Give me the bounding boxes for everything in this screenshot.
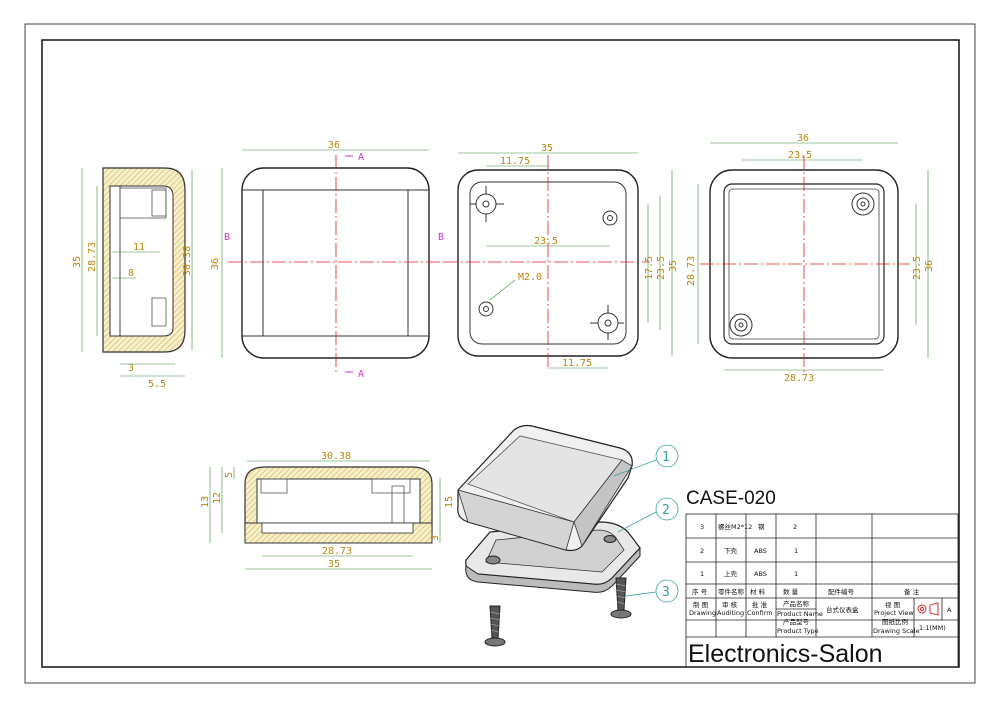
isometric-exploded-view — [457, 424, 679, 647]
bottom-view — [697, 142, 929, 372]
base-interior-view — [444, 152, 673, 370]
dim-bottom-23-5: 23.5 — [788, 150, 812, 161]
label-view-cn: 视 图 — [885, 600, 900, 609]
label-ptype-en: Product Type — [777, 627, 819, 635]
value-view: A — [947, 606, 952, 614]
outer-border — [24, 23, 976, 684]
part-row-3-no: 3 — [700, 523, 704, 531]
dim-base-11-75-bottom: 11.75 — [562, 358, 592, 369]
label-audit-cn: 审 核 — [722, 600, 738, 609]
label-ptype-cn: 产品型号 — [783, 617, 810, 626]
header-no: 序 号 — [692, 587, 708, 596]
part-row-2-qty: 1 — [794, 547, 798, 555]
part-row-1-qty: 1 — [794, 570, 798, 578]
label-confirm-cn: 批 准 — [752, 600, 768, 609]
dim-front-13: 13 — [200, 496, 211, 508]
header-name: 零件名称 — [718, 587, 745, 596]
header-material: 材 料 — [750, 587, 766, 596]
drawing-title: CASE-020 — [686, 488, 776, 509]
part-row-3-material: 钢 — [758, 523, 765, 531]
label-pname-en: Product Name — [777, 610, 823, 618]
label-draw-en: Drawing — [689, 609, 716, 617]
balloon-2: 2 — [662, 503, 670, 518]
label-audit-en: Auditing — [717, 609, 744, 617]
dim-side-5-5: 5.5 — [148, 379, 166, 390]
dim-base-m2: M2.0 — [518, 272, 542, 283]
dim-base-35: 35 — [541, 143, 553, 154]
dim-side-3: 3 — [128, 363, 134, 374]
part-row-2-name: 下壳 — [724, 546, 738, 555]
dim-side-28-73: 28.73 — [87, 242, 98, 272]
part-row-2-material: ABS — [754, 547, 767, 555]
top-view — [221, 149, 444, 373]
label-scale-en: Drawing Scale — [873, 627, 920, 635]
dim-top-36-height: 36 — [210, 258, 221, 270]
header-code: 配件编号 — [828, 587, 855, 596]
projection-symbol-icon — [917, 602, 939, 616]
dim-side-30-38: 30.38 — [182, 246, 193, 276]
title-block — [685, 513, 959, 668]
label-confirm-en: Confirm — [747, 609, 773, 617]
company-name: Electronics-Salon — [688, 640, 883, 668]
section-label-b-left: B — [224, 232, 230, 243]
part-row-1-material: ABS — [754, 570, 767, 578]
dim-bottom-36: 36 — [797, 133, 809, 144]
side-section-view — [81, 167, 193, 377]
header-qty: 数 量 — [783, 587, 799, 596]
part-row-2-no: 2 — [700, 547, 704, 555]
section-label-a-bottom: A — [358, 369, 364, 380]
part-row-1-no: 1 — [700, 570, 704, 578]
dim-front-35: 35 — [328, 559, 340, 570]
dim-front-12: 12 — [212, 492, 223, 504]
value-product-name: 台式仪表盒 — [826, 605, 859, 614]
dim-bottom-28-73-vertical: 28.73 — [686, 256, 697, 286]
part-row-3-qty: 2 — [793, 523, 797, 531]
balloon-1: 1 — [662, 450, 670, 465]
dim-base-35-vertical: 35 — [668, 260, 679, 272]
part-row-3-name: 螺丝M2*12 — [718, 522, 752, 531]
dim-base-17-5: 17.5 — [644, 256, 655, 280]
dim-front-5: 5 — [224, 472, 235, 478]
dim-side-35: 35 — [72, 256, 83, 268]
dim-top-36-width: 36 — [328, 140, 340, 151]
front-section-view — [209, 460, 441, 570]
dim-side-8: 8 — [128, 268, 134, 279]
label-scale-cn: 图纸比例 — [882, 617, 908, 626]
dim-front-28-73: 28.73 — [322, 546, 352, 557]
dim-front-30-38: 30.38 — [321, 451, 351, 462]
label-pname-cn: 产品名称 — [783, 599, 810, 608]
dim-side-11: 11 — [133, 242, 145, 253]
value-scale: 1:1(MM) — [919, 624, 946, 632]
dim-bottom-28-73-horizontal: 28.73 — [784, 373, 814, 384]
balloon-3: 3 — [662, 585, 670, 600]
label-view-en: Project View — [874, 609, 914, 617]
dim-base-11-75-top: 11.75 — [500, 156, 530, 167]
dim-bottom-36-vertical: 36 — [924, 260, 935, 272]
dim-base-23-5-vertical: 23.5 — [656, 256, 667, 280]
dim-front-15: 15 — [444, 496, 455, 508]
dim-bottom-23-5-vertical: 23.5 — [912, 256, 923, 280]
dim-base-23-5: 23.5 — [534, 236, 558, 247]
section-label-b-right: B — [438, 232, 444, 243]
label-draw-cn: 制 图 — [693, 600, 708, 609]
section-label-a-top: A — [358, 152, 364, 163]
inner-border — [41, 39, 960, 668]
dim-front-3: 3 — [430, 535, 441, 541]
header-remark: 备 注 — [904, 587, 920, 596]
part-row-1-name: 上壳 — [724, 569, 738, 578]
